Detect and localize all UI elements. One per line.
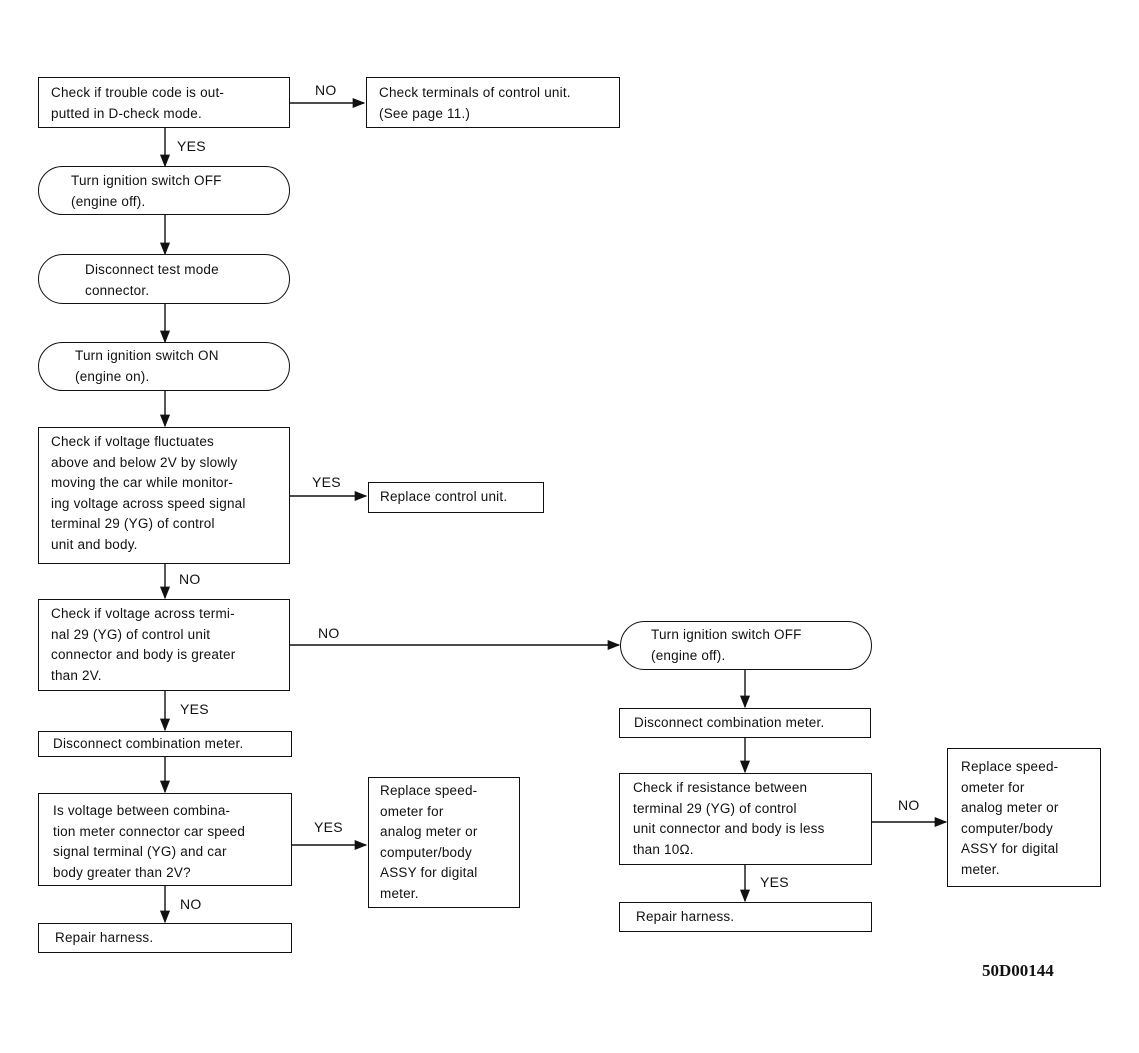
label-no-replace-right: NO [898, 797, 920, 813]
node-is-voltage-meter: Is voltage between combina- tion meter c… [38, 793, 292, 886]
label-no-repair-left: NO [180, 896, 202, 912]
label-yes-replace-unit: YES [312, 474, 341, 490]
label-no-terminals: NO [315, 82, 337, 98]
node-repair-harness-right: Repair harness. [619, 902, 872, 932]
node-check-resistance: Check if resistance between terminal 29 … [619, 773, 872, 865]
node-disconnect-meter-right: Disconnect combination meter. [619, 708, 871, 738]
node-ignition-on: Turn ignition switch ON (engine on). [38, 342, 290, 391]
node-disconnect-meter-left: Disconnect combination meter. [38, 731, 292, 757]
node-check-fluctuates: Check if voltage fluctuates above and be… [38, 427, 290, 564]
label-yes-replace-left: YES [314, 819, 343, 835]
node-repair-harness-left: Repair harness. [38, 923, 292, 953]
node-check-trouble-code: Check if trouble code is out- putted in … [38, 77, 290, 128]
node-replace-speedometer-left: Replace speed- ometer for analog meter o… [368, 777, 520, 908]
node-ignition-off-2: Turn ignition switch OFF (engine off). [620, 621, 872, 670]
node-replace-speedometer-right: Replace speed- ometer for analog meter o… [947, 748, 1101, 887]
node-ignition-off-1: Turn ignition switch OFF (engine off). [38, 166, 290, 215]
node-check-voltage-gt2v: Check if voltage across termi- nal 29 (Y… [38, 599, 290, 691]
label-yes-repair-right: YES [760, 874, 789, 890]
label-no-ignition-off-right: NO [318, 625, 340, 641]
label-no-check-voltage: NO [179, 571, 201, 587]
node-check-terminals: Check terminals of control unit. (See pa… [366, 77, 620, 128]
label-yes-disconnect-left: YES [180, 701, 209, 717]
node-replace-control-unit: Replace control unit. [368, 482, 544, 513]
label-yes-ignition-off: YES [177, 138, 206, 154]
figure-id: 50D00144 [982, 961, 1054, 980]
node-disconnect-test-mode: Disconnect test mode connector. [38, 254, 290, 304]
